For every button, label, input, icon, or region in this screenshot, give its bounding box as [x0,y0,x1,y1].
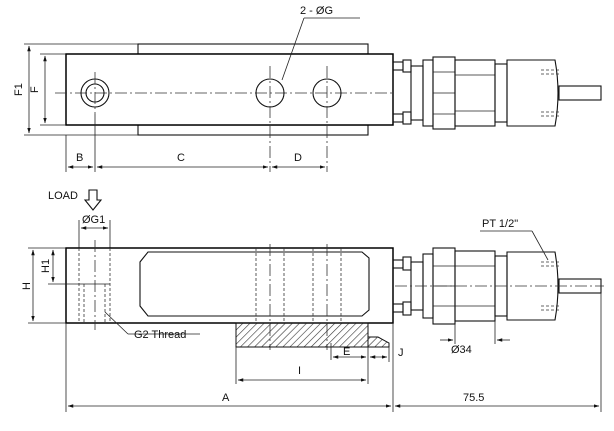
F1-label: F1 [13,83,25,96]
side-body [65,247,394,324]
A-label: A [222,392,230,404]
H-label: H [21,282,33,290]
load-label: LOAD [48,190,78,202]
top-upper-flat [137,43,369,55]
top-cable [558,85,602,101]
dia34-label: Ø34 [451,344,472,356]
mount-base [235,322,369,348]
mount-base-step [367,336,390,348]
I-label: I [298,365,301,377]
E-label: E [343,346,350,358]
J-label: J [398,347,404,359]
top-body [65,53,394,126]
D-label: D [294,152,302,164]
C-label: C [177,152,185,164]
F-label: F [29,86,41,93]
side-pocket [139,251,370,317]
G1-label: ØG1 [82,214,105,226]
thread-label: G2 Thread [134,329,186,341]
top-cable-gland [392,56,602,130]
top-lower-flat [137,124,369,136]
H1-label: H1 [40,259,52,273]
top-view: 2 - ØG [13,5,602,172]
holes-label: 2 - ØG [300,5,333,17]
dim75-label: 75.5 [463,392,484,404]
B-label: B [76,152,83,164]
side-view: LOAD ØG1 G2 Thread H [21,189,604,412]
pt-label: PT 1/2" [482,218,518,230]
load-arrow-icon [83,189,103,211]
